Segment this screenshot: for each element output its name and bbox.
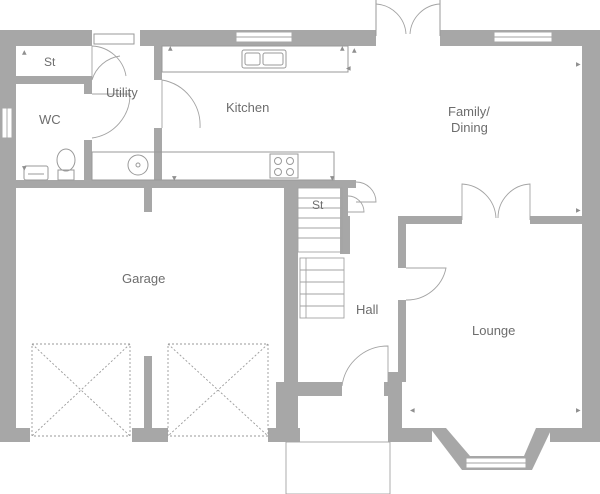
door-front <box>341 345 389 387</box>
svg-text:▲: ▲ <box>340 45 345 52</box>
room-label-lounge: Lounge <box>472 323 515 338</box>
sink-icon <box>241 49 287 69</box>
svg-text:▼: ▼ <box>330 175 335 182</box>
door-family-lounge <box>461 183 531 220</box>
room-label-utility: Utility <box>106 85 138 100</box>
door-kitchen-hall <box>355 181 377 203</box>
room-label-store: St <box>44 55 56 69</box>
utility-sink-icon <box>127 154 149 176</box>
door-utility-kitchen <box>161 79 201 129</box>
door-hall-lounge <box>405 267 447 301</box>
svg-text:▶: ▶ <box>576 61 581 68</box>
room-label-stair-store: St <box>312 198 324 212</box>
svg-text:▲: ▲ <box>22 49 27 56</box>
toilet-icon <box>56 148 76 181</box>
room-label-wc: WC <box>39 112 61 127</box>
svg-text:▲: ▲ <box>352 47 357 54</box>
room-label-kitchen: Kitchen <box>226 100 269 115</box>
svg-text:◀: ◀ <box>410 407 415 414</box>
hob-icon <box>269 153 299 179</box>
doors <box>91 0 531 387</box>
svg-text:▲: ▲ <box>168 45 173 52</box>
room-labels: St Utility WC Kitchen Family/ Dining St … <box>39 55 515 338</box>
room-label-hall: Hall <box>356 302 379 317</box>
room-label-garage: Garage <box>122 271 165 286</box>
external-walls <box>0 30 600 470</box>
room-label-family-dining-2: Dining <box>451 120 488 135</box>
back-door-utility <box>91 33 135 80</box>
windows <box>1 31 553 469</box>
french-door-rear <box>375 0 441 36</box>
garage-door-left <box>31 343 131 437</box>
dimension-markers: ▲ ▲ ▼ ▼ ◀ ▶ ▶ ◀ ▶ ▲ ▼ ▲ <box>22 45 581 414</box>
svg-text:◀: ◀ <box>346 65 351 72</box>
porch <box>285 441 391 494</box>
svg-text:▶: ▶ <box>576 407 581 414</box>
door-wc <box>91 93 131 139</box>
garage-door-right <box>167 343 269 437</box>
svg-text:▼: ▼ <box>22 165 27 172</box>
staircase <box>297 187 345 319</box>
worktop-top <box>161 45 349 73</box>
wc-basin-icon <box>23 165 49 181</box>
svg-text:▶: ▶ <box>576 207 581 214</box>
door-store-stairs <box>347 195 365 213</box>
door-store-top <box>91 55 121 81</box>
internal-walls <box>16 46 582 430</box>
svg-text:▼: ▼ <box>172 175 177 182</box>
worktop-lower <box>91 151 335 181</box>
room-label-family-dining-1: Family/ <box>448 104 490 119</box>
fixtures: ▲ ▲ ▼ ▼ ◀ ▶ ▶ ◀ ▶ ▲ ▼ ▲ <box>22 45 581 494</box>
